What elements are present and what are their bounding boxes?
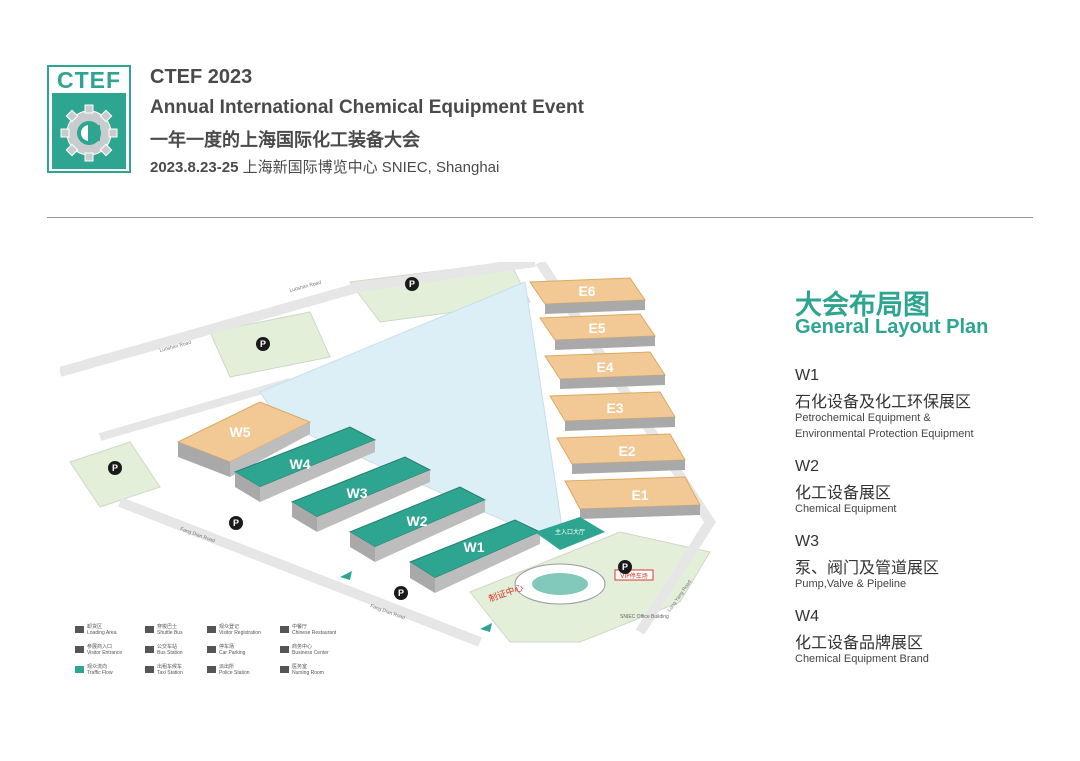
hall-code: W1 [795,367,819,384]
event-subtitle-en: Annual International Chemical Equipment … [150,97,584,118]
hall-description-w3: W3 泵、阀门及管道展区 Pump,Valve & Pipeline [795,533,939,592]
event-date-venue: 2023.8.23-25 上海新国际博览中心 SNIEC, Shanghai [150,156,499,177]
event-subtitle-cn: 一年一度的上海国际化工装备大会 [150,130,420,150]
west-halls: W5 W4 W3 W2 W1 [176,401,542,593]
logo-text: CTEF [56,67,122,93]
layout-title-cn: 大会布局图 [795,290,930,320]
entrance-hall [535,517,605,550]
hall-e5 [539,313,656,350]
hall-description-w2: W2 化工设备展区 Chemical Equipment [795,458,897,517]
venue-map: E6 E5 E4 E3 E2 E1 W5 W4 W3 W2 W1 主入口大厅 制… [60,262,740,682]
parking-icon [207,646,216,653]
hall-w1 [408,519,542,593]
hall-e2-label: E2 [618,443,635,459]
entrance-icon [75,646,84,653]
hall-w2-label: W2 [407,513,428,529]
svg-text:P: P [233,518,239,528]
hall-name-en-line: Chemical Equipment Brand [795,653,929,665]
hall-description-w1: W1 石化设备及化工环保展区 Petrochemical Equipment &… [795,367,974,442]
ctef-logo: CTEF [47,65,131,173]
hall-name-cn: 化工设备展区 [795,485,892,502]
event-date: 2023.8.23-25 [150,159,239,176]
svg-text:P: P [622,562,628,572]
hall-name-cn: 石化设备及化工环保展区 [795,394,972,411]
road-label-north-2: Luoshan Road [289,280,322,294]
hall-w5-label: W5 [230,424,251,440]
hall-w3 [290,456,432,532]
layout-title-en: General Layout Plan [795,316,989,338]
restaurant-icon [280,626,289,633]
hall-e6 [529,277,646,314]
road-north [60,262,536,377]
road-south [118,497,482,647]
event-venue: 上海新国际博览中心 SNIEC, Shanghai [242,159,500,176]
hall-description-w4: W4 化工设备品牌展区 Chemical Equipment Brand [795,608,929,667]
taxi-icon [145,666,154,673]
bus-stop-icon [145,646,154,653]
gear-icon [52,93,126,169]
road-west [98,378,292,441]
hall-name-en-line: Pump,Valve & Pipeline [795,578,907,590]
hall-e5-label: E5 [588,320,605,336]
hall-e2 [556,433,686,474]
header-divider [47,217,1033,218]
registration-icon [207,626,216,633]
hall-e1-label: E1 [631,487,648,503]
green-area-p2 [209,311,331,378]
hall-e3-label: E3 [606,400,623,416]
medical-icon [280,666,289,673]
svg-text:P: P [398,588,404,598]
traffic-flow-arrows [340,571,492,632]
road-east [535,262,716,635]
hall-e4-label: E4 [596,359,613,375]
hall-code: W2 [795,458,819,475]
hall-code: W4 [795,608,819,625]
svg-text:P: P [409,279,415,289]
business-icon [280,646,289,653]
arrow-icon [75,666,84,673]
parking-markers: P P P P P P [108,277,632,600]
hall-name-cn: 泵、阀门及管道展区 [795,560,940,577]
hall-w3-label: W3 [347,485,368,501]
hall-code: W3 [795,533,819,550]
hall-e1 [564,476,701,519]
svg-text:P: P [260,339,266,349]
bus-icon [145,626,154,633]
police-icon [207,666,216,673]
vip-label: VIP停车场 [620,572,648,580]
hall-w4 [233,426,377,502]
hall-name-en-line: Petrochemical Equipment & [795,412,931,424]
office-label: SNIEC Office Building [620,614,669,620]
hall-w5 [176,401,312,477]
entrance-label: 主入口大厅 [555,528,585,536]
hall-e3 [549,391,676,431]
hall-e6-label: E6 [578,283,595,299]
truck-icon [75,626,84,633]
hall-w1-label: W1 [464,539,485,555]
hall-name-cn: 化工设备品牌展区 [795,635,924,652]
hall-name-en-line: Chemical Equipment [795,503,897,515]
hall-e4 [544,351,666,389]
hall-w2 [348,486,487,562]
event-title: CTEF 2023 [150,66,253,88]
hall-name-en-line: Environmental Protection Equipment [795,428,974,440]
hall-w4-label: W4 [290,456,311,472]
east-halls: E6 E5 E4 E3 E2 E1 [529,277,701,519]
svg-text:P: P [112,463,118,473]
